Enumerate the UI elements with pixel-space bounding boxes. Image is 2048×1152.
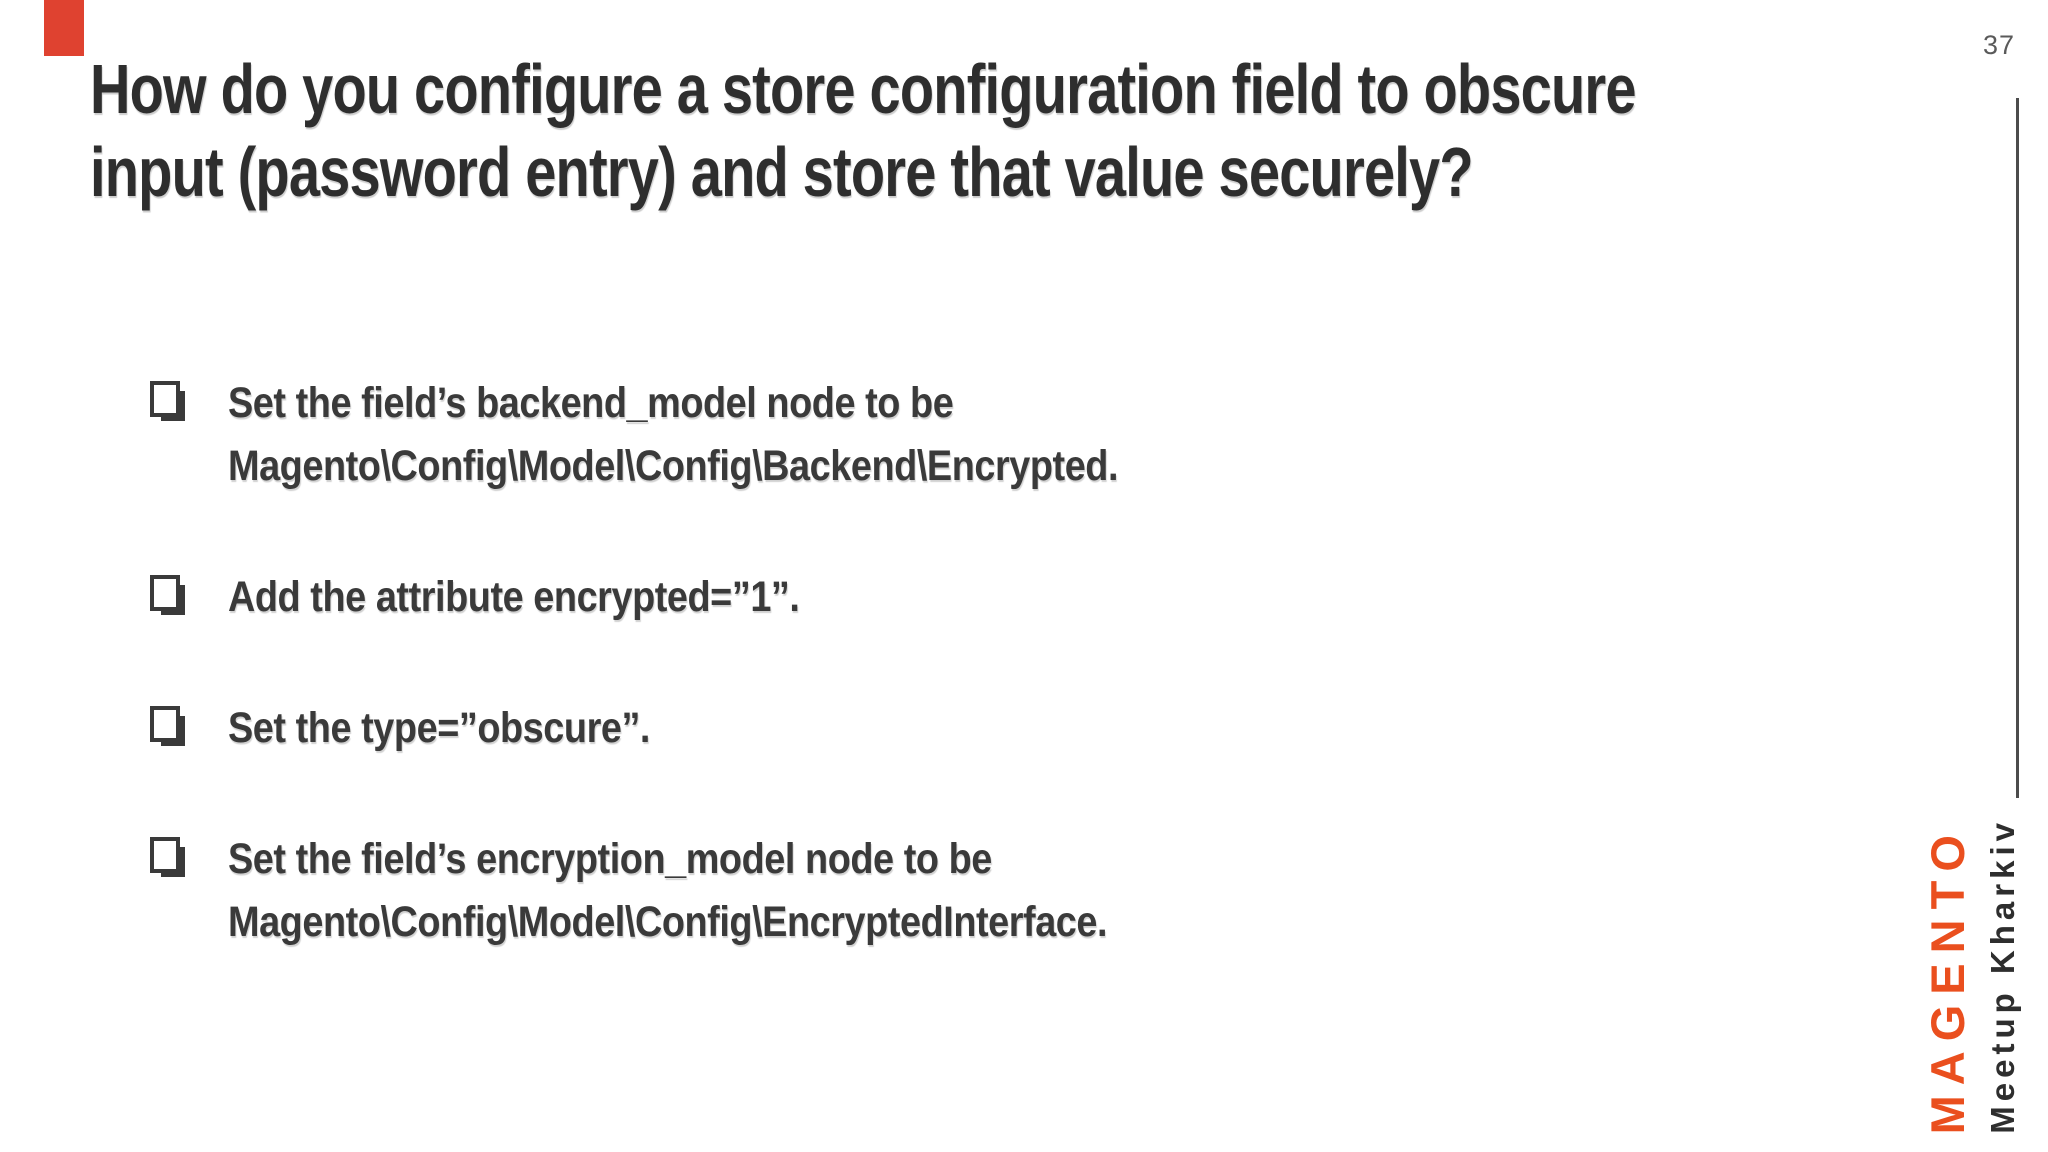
checkbox-icon — [150, 706, 180, 742]
checkbox-icon — [150, 837, 180, 873]
check-item: Set the field’s encryption_model node to… — [150, 828, 1850, 954]
check-item-text: Set the field’s encryption_model node to… — [228, 835, 1108, 946]
red-accent-bar — [44, 0, 84, 56]
vertical-rule — [2016, 98, 2019, 798]
check-item: Add the attribute encrypted=”1”. — [150, 566, 1850, 629]
check-item-text: Add the attribute encrypted=”1”. — [228, 573, 800, 621]
checkbox-icon — [150, 381, 180, 417]
checkbox-icon — [150, 575, 180, 611]
check-item-text: Set the field’s backend_model node to be… — [228, 379, 1119, 490]
check-item: Set the field’s backend_model node to be… — [150, 372, 1850, 498]
event-name-text: Meetup Kharkiv — [1984, 818, 2021, 1134]
checklist: Set the field’s backend_model node to be… — [150, 372, 1850, 954]
check-item-text: Set the type=”obscure”. — [228, 704, 651, 752]
magento-logo-text: MAGENTO — [1921, 824, 1974, 1134]
check-item: Set the type=”obscure”. — [150, 697, 1850, 760]
page-number: 37 — [1982, 30, 2015, 60]
brand-column: MAGENTO Meetup Kharkiv — [1920, 818, 2022, 1134]
slide-title: How do you configure a store configurati… — [90, 50, 1637, 211]
